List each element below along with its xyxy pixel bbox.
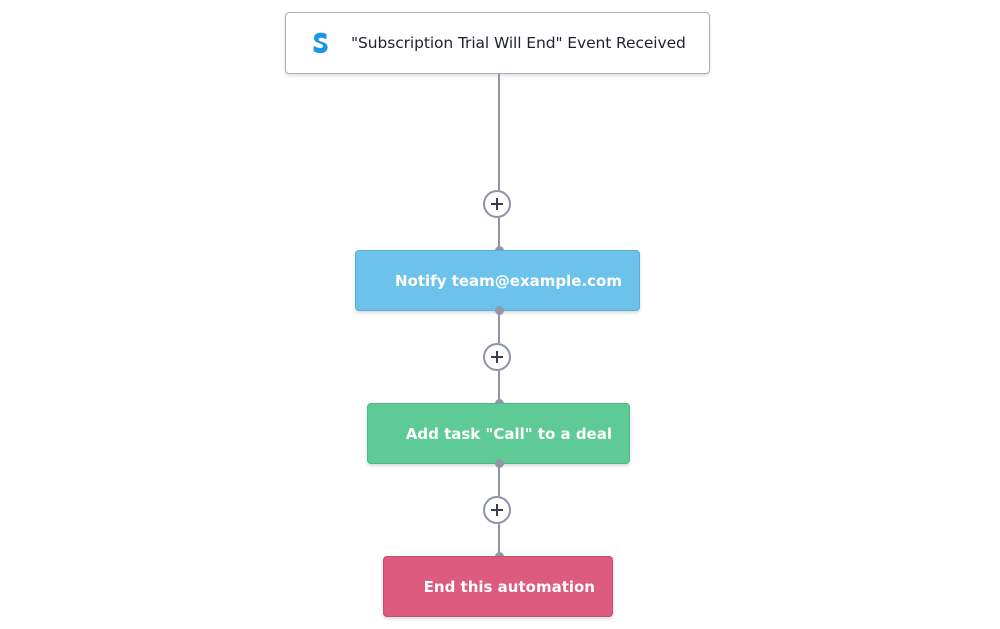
add-task-step-node[interactable]: Add task "Call" to a deal bbox=[367, 403, 630, 464]
stripe-logo-icon bbox=[309, 28, 331, 58]
plus-icon bbox=[490, 197, 504, 211]
add-task-step-label: Add task "Call" to a deal bbox=[405, 424, 612, 443]
notify-step-node[interactable]: Notify team@example.com bbox=[355, 250, 640, 311]
connector-dot bbox=[494, 459, 504, 468]
connector-line bbox=[498, 464, 500, 496]
plus-icon bbox=[490, 350, 504, 364]
add-step-button[interactable] bbox=[483, 190, 511, 218]
end-automation-node[interactable]: End this automation bbox=[383, 556, 613, 617]
connector-dot bbox=[494, 306, 504, 315]
trigger-node[interactable]: "Subscription Trial Will End" Event Rece… bbox=[285, 12, 710, 74]
end-automation-label: End this automation bbox=[423, 577, 595, 596]
connector-line bbox=[498, 311, 500, 343]
connector-line bbox=[498, 371, 500, 403]
connector-line bbox=[498, 218, 500, 250]
connector-line bbox=[498, 74, 500, 190]
notify-step-label: Notify team@example.com bbox=[395, 271, 622, 290]
connector-line bbox=[498, 524, 500, 556]
add-step-button[interactable] bbox=[483, 496, 511, 524]
plus-icon bbox=[490, 503, 504, 517]
add-step-button[interactable] bbox=[483, 343, 511, 371]
trigger-label: "Subscription Trial Will End" Event Rece… bbox=[351, 34, 686, 52]
